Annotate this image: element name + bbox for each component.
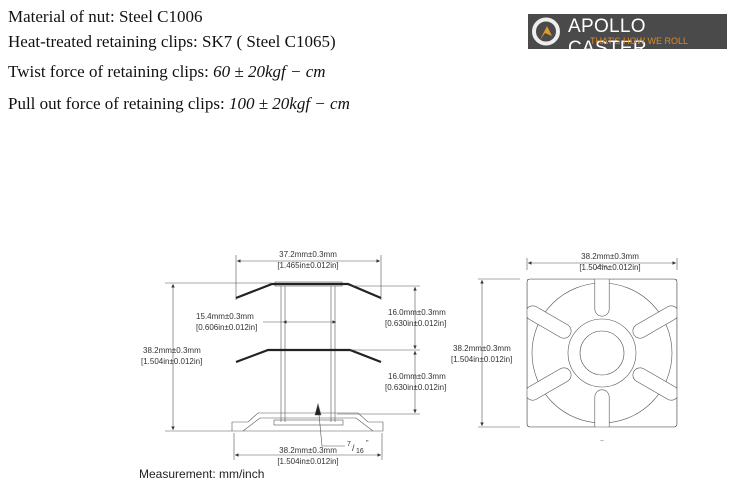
clips-material-text: Heat-treated retaining clips: SK7 ( Stee… [8,32,336,51]
thread-num: 7 [347,441,351,448]
clip-gap2-mm: 16.0mm±0.3mm [388,372,446,381]
square-outline [526,278,678,428]
apollo-caster-logo: APOLLO CASTER THAT'S HOW WE ROLL [528,14,727,59]
top-clip [235,282,382,300]
base-width-in: [1.504in±0.012in] [277,457,338,466]
clip-gap1-in: [0.630in±0.012in] [385,319,446,328]
pull-label: Pull out force of retaining clips: [8,94,225,113]
inner-hole [579,330,625,376]
top-width-mm: 37.2mm±0.3mm [279,250,337,259]
height-in: [1.504in±0.012in] [141,357,202,366]
top-view [478,258,690,441]
top-width-in: [1.465in±0.012in] [277,261,338,270]
measurement-note: Measurement: mm/inch [139,467,265,481]
side-view [165,255,420,460]
slot [633,306,679,338]
pull-value: 100 ± 20kgf − cm [228,94,350,113]
top-view-height-in: [1.504in±0.012in] [451,355,512,364]
twist-label: Twist force of retaining clips: [8,62,209,81]
logo-mark-icon [532,17,560,46]
logo-name: APOLLO CASTER [568,16,647,59]
top-view-height-mm: 38.2mm±0.3mm [453,344,511,353]
outer-ring [567,318,637,388]
clip-gap2-in: [0.630in±0.012in] [385,383,446,392]
stem-mm: 15.4mm±0.3mm [196,312,254,321]
twist-value: 60 ± 20kgf − cm [213,62,326,81]
thread-slash: / [352,443,355,453]
thread-den: 16 [356,448,364,455]
lower-clip [235,348,382,364]
stem-in: [0.606in±0.012in] [196,323,257,332]
height-mm: 38.2mm±0.3mm [143,346,201,355]
top-view-width-in: [1.504in±0.012in] [579,263,640,272]
logo-tagline: THAT'S HOW WE ROLL [590,36,689,46]
thread-size: 7 / 16 " [347,440,369,455]
twist-force-text: Twist force of retaining clips: 60 ± 20k… [8,62,326,82]
pull-force-text: Pull out force of retaining clips: 100 ±… [8,94,350,114]
slot [525,368,571,400]
base-width-mm: 38.2mm±0.3mm [279,446,337,455]
slot [633,368,679,400]
thread-unit: " [366,440,369,447]
top-view-width-mm: 38.2mm±0.3mm [581,252,639,261]
nut-material-text: Material of nut: Steel C1006 [8,7,203,26]
slot [525,306,571,338]
clip-gap1-mm: 16.0mm±0.3mm [388,308,446,317]
